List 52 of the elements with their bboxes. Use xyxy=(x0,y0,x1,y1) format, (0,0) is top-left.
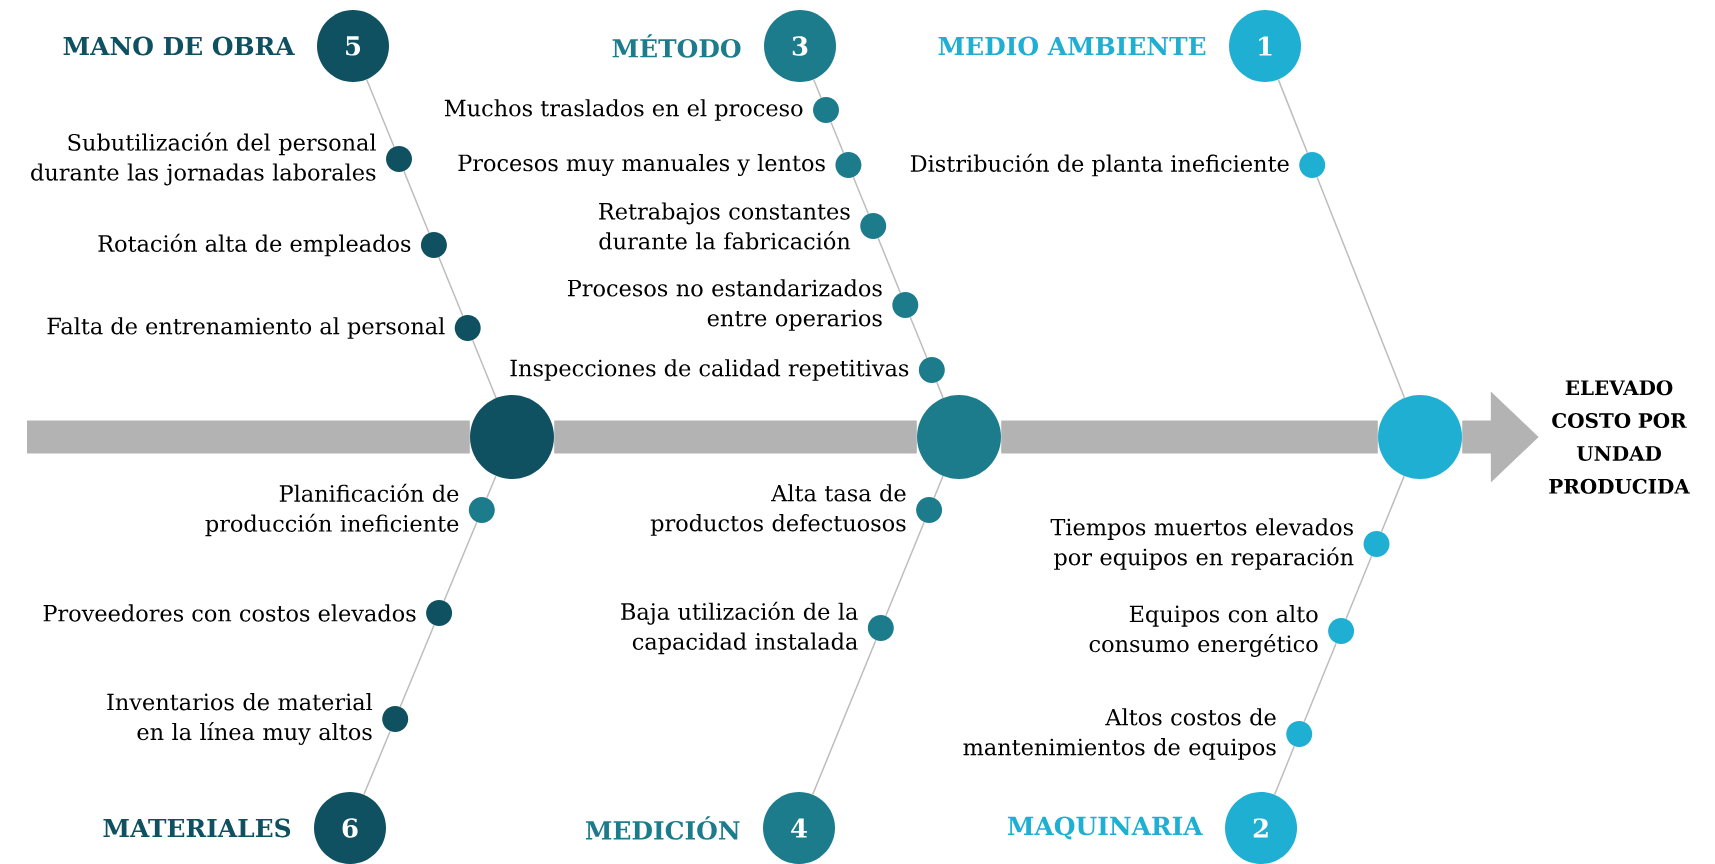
bone-line xyxy=(438,256,464,317)
bone-line xyxy=(1273,745,1295,796)
bone-line xyxy=(1345,555,1373,620)
cause-text: Retrabajos constantes durante la fabricación xyxy=(599,202,851,250)
cause-text: Rotación alta de empleados xyxy=(98,233,411,257)
cause-text: Distribución de planta ineficiente xyxy=(910,153,1289,177)
spine-band xyxy=(554,420,917,454)
bone-line xyxy=(811,639,877,796)
bone-line xyxy=(1303,642,1337,723)
category-heading: MATERIALES xyxy=(103,818,291,838)
bone-line xyxy=(443,521,478,602)
category-heading: MÉTODO xyxy=(612,34,741,58)
cause-text: Altos costos de mantenimientos de equipos xyxy=(963,708,1276,760)
cause-text: Inspecciones de calidad repetitivas xyxy=(510,359,909,381)
cause-text: Inventarios de material en la línea muy altos xyxy=(107,693,373,745)
category-heading: MANO DE OBRA xyxy=(63,36,295,56)
category-heading: MEDIO AMBIENTE xyxy=(938,36,1206,56)
bone-line xyxy=(812,78,822,99)
bone-line xyxy=(877,237,902,294)
spine-circle xyxy=(917,395,1001,479)
effect-text: ELEVADO COSTO POR UNDAD PRODUCIDA xyxy=(1549,380,1690,494)
category-heading: MAQUINARIA xyxy=(1007,816,1203,840)
cause-text: Tiempos muertos elevados por equipos en reparación xyxy=(1050,518,1354,570)
spine-circle xyxy=(1378,395,1462,479)
cause-text: Falta de entrenamiento al personal xyxy=(47,317,445,339)
bone-line xyxy=(399,624,435,708)
bone-line xyxy=(486,475,497,499)
bone-line xyxy=(363,730,391,796)
cause-text: Muchos traslados en el proceso xyxy=(444,99,803,121)
cause-text: Planificación de producción ineficiente xyxy=(205,483,459,537)
bone-line xyxy=(1277,78,1309,154)
bone-line xyxy=(365,78,395,148)
bone-line xyxy=(933,475,944,499)
bone-line xyxy=(936,381,944,399)
cause-text: Subutilización del personal durante las jornadas laborales xyxy=(31,132,376,186)
category-heading: MEDICIÓN xyxy=(585,816,740,840)
cause-text: Procesos no estandarizados entre operarios xyxy=(567,279,882,331)
cause-text: Proveedores con costos elevados xyxy=(43,604,416,622)
cause-text: Baja utilización de la capacidad instalada xyxy=(621,601,858,655)
bone-line xyxy=(1380,475,1405,533)
bone-line xyxy=(403,170,430,234)
spine-band xyxy=(27,420,470,454)
bone-line xyxy=(852,176,869,215)
spine-circle xyxy=(470,395,554,479)
bone-line xyxy=(885,521,925,617)
bone-line xyxy=(909,316,928,359)
cause-text: Procesos muy manuales y lentos xyxy=(458,154,825,176)
bone-line xyxy=(830,121,845,154)
bone-line xyxy=(471,339,497,399)
cause-text: Alta tasa de productos defectuosos xyxy=(650,484,906,536)
cause-text: Equipos con alto consumo energético xyxy=(1089,605,1318,657)
bone-line xyxy=(1316,176,1406,399)
